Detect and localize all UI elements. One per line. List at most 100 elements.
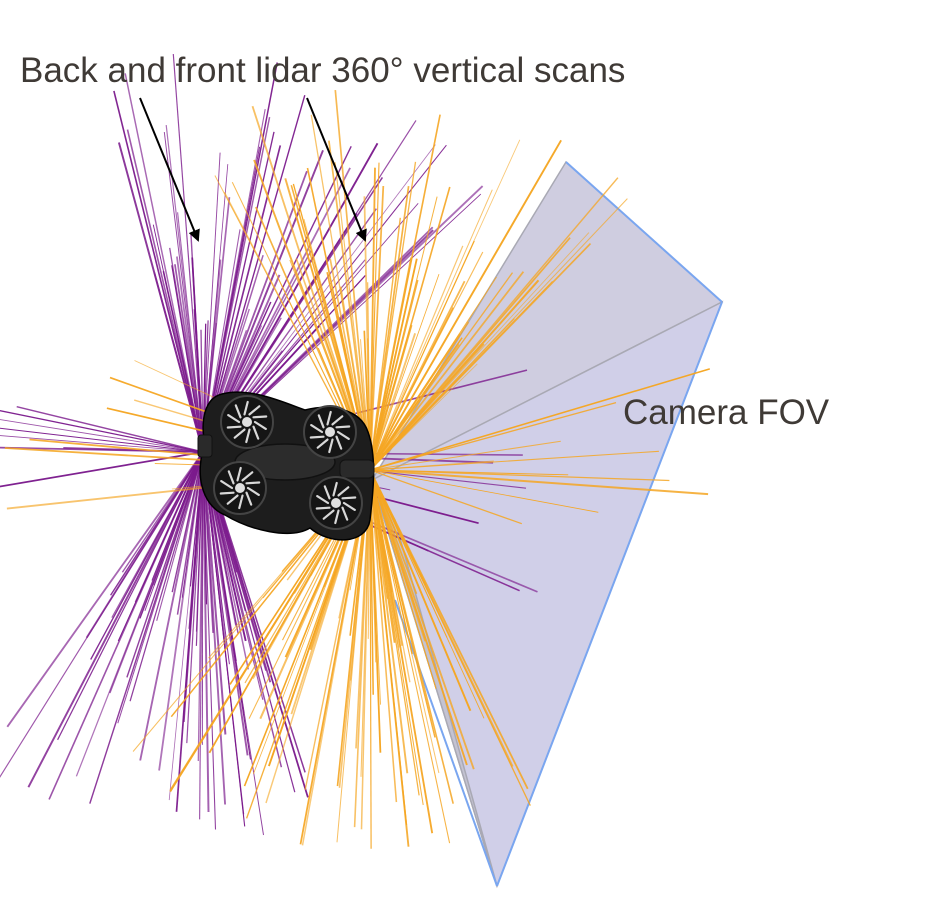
lidar-ray bbox=[369, 189, 493, 471]
rotor-blade bbox=[220, 480, 234, 490]
rotor-blade bbox=[245, 491, 253, 506]
lidar-ray bbox=[172, 53, 204, 453]
lidar-ray bbox=[369, 167, 376, 471]
lidar-ray bbox=[171, 451, 204, 593]
lidar-ray bbox=[0, 419, 204, 453]
fov-edge bbox=[496, 301, 723, 887]
rotor-blade bbox=[310, 424, 324, 434]
lidar-ray bbox=[369, 469, 409, 774]
lidar-ray bbox=[369, 217, 402, 471]
lidar-ray bbox=[16, 405, 204, 453]
rotor-blade bbox=[322, 509, 335, 520]
lidar-ray bbox=[117, 451, 204, 724]
lidar-ray bbox=[126, 129, 204, 453]
lidar-ray bbox=[360, 469, 371, 830]
lidar-ray bbox=[202, 152, 221, 453]
rotor-blade bbox=[331, 415, 344, 426]
lidar-ray bbox=[197, 451, 204, 762]
rotor-blade bbox=[245, 481, 261, 485]
rotor-blade bbox=[315, 506, 331, 510]
rotor-hub bbox=[325, 427, 335, 437]
lidar-ray bbox=[310, 114, 371, 471]
lidar-ray bbox=[369, 245, 464, 471]
drone-camera-pod bbox=[339, 459, 375, 479]
rotor-blade bbox=[309, 435, 325, 439]
lidar-ray bbox=[152, 224, 204, 453]
rotor-blade bbox=[342, 501, 356, 511]
lidar-ray bbox=[369, 469, 400, 648]
lidar-ray bbox=[75, 451, 204, 777]
lidar-ray bbox=[124, 73, 204, 453]
rotor-blade bbox=[335, 425, 351, 429]
lidar-ray bbox=[369, 450, 659, 471]
lidar-ray bbox=[328, 140, 371, 471]
lidar-ray bbox=[129, 451, 204, 702]
lidar-ray bbox=[369, 251, 484, 471]
lidar-ray bbox=[369, 469, 475, 770]
lidar-ray bbox=[369, 273, 440, 471]
arrow-icon bbox=[139, 97, 200, 242]
lidar-ray bbox=[369, 440, 561, 471]
lidar-ray bbox=[369, 469, 437, 689]
fov-edge bbox=[394, 599, 498, 887]
rotor-blade bbox=[323, 485, 331, 500]
lidar-ray bbox=[0, 427, 204, 453]
lidar-ray bbox=[369, 237, 571, 471]
lidar-ray bbox=[369, 469, 436, 738]
lidar-ray bbox=[139, 451, 204, 761]
rotor-blade bbox=[336, 430, 350, 440]
rotor-blade bbox=[334, 509, 340, 525]
rotor-hub bbox=[331, 498, 341, 508]
lidar-ray bbox=[202, 164, 229, 453]
rotor-blade bbox=[233, 428, 246, 439]
rotor-blade bbox=[234, 404, 242, 419]
lidar-ray bbox=[251, 105, 371, 471]
lidar-ray bbox=[117, 142, 204, 453]
lidar-ray bbox=[369, 469, 569, 476]
lidar-ray bbox=[369, 272, 514, 471]
rotor-blade bbox=[316, 438, 329, 449]
lidar-ray bbox=[202, 451, 210, 813]
lidar-ray bbox=[369, 401, 617, 471]
lidar-ray bbox=[369, 469, 440, 774]
lidar-ray bbox=[369, 271, 525, 471]
fov-edge bbox=[565, 161, 723, 303]
lidar-ray bbox=[369, 469, 670, 482]
lidar-ray bbox=[190, 234, 204, 453]
rotor-blade bbox=[252, 425, 260, 440]
rotor-blade bbox=[316, 495, 330, 505]
camera-fov-label: Camera FOV bbox=[623, 393, 830, 432]
rotor-blade bbox=[341, 506, 349, 521]
arrow-icon bbox=[306, 97, 367, 242]
lidar-ray bbox=[369, 281, 553, 471]
lidar-ray bbox=[369, 363, 478, 471]
rotor-blade bbox=[341, 496, 357, 500]
rotor-hub bbox=[235, 483, 245, 493]
lidar-ray bbox=[0, 435, 204, 453]
lidar-ray bbox=[158, 451, 204, 771]
rotor-blade bbox=[227, 414, 241, 424]
lidar-ray bbox=[369, 469, 529, 790]
rotor-blade bbox=[241, 471, 254, 482]
lidar-ray bbox=[0, 451, 204, 488]
rotor-blade bbox=[236, 466, 242, 482]
lidar-ray bbox=[369, 185, 385, 471]
lidar-ray bbox=[175, 451, 204, 812]
rotor-blade bbox=[337, 486, 350, 497]
lidar-ray bbox=[369, 279, 419, 471]
rotor-blade bbox=[335, 435, 343, 450]
lidar-ray bbox=[85, 451, 204, 639]
lidar-ray bbox=[369, 469, 599, 513]
lidar-ray bbox=[369, 162, 380, 471]
rotor-blade bbox=[328, 438, 334, 454]
lidar-ray bbox=[369, 469, 709, 496]
lidar-ray bbox=[176, 451, 204, 615]
lidar-ray bbox=[202, 451, 227, 805]
lidar-ray bbox=[369, 232, 590, 471]
lidar-ray bbox=[369, 240, 475, 471]
lidar-ray bbox=[353, 469, 371, 828]
lidar-ray bbox=[202, 451, 217, 830]
lidar-ray bbox=[369, 139, 562, 471]
lidar-ray bbox=[334, 90, 371, 471]
lidar-ray bbox=[369, 469, 408, 825]
